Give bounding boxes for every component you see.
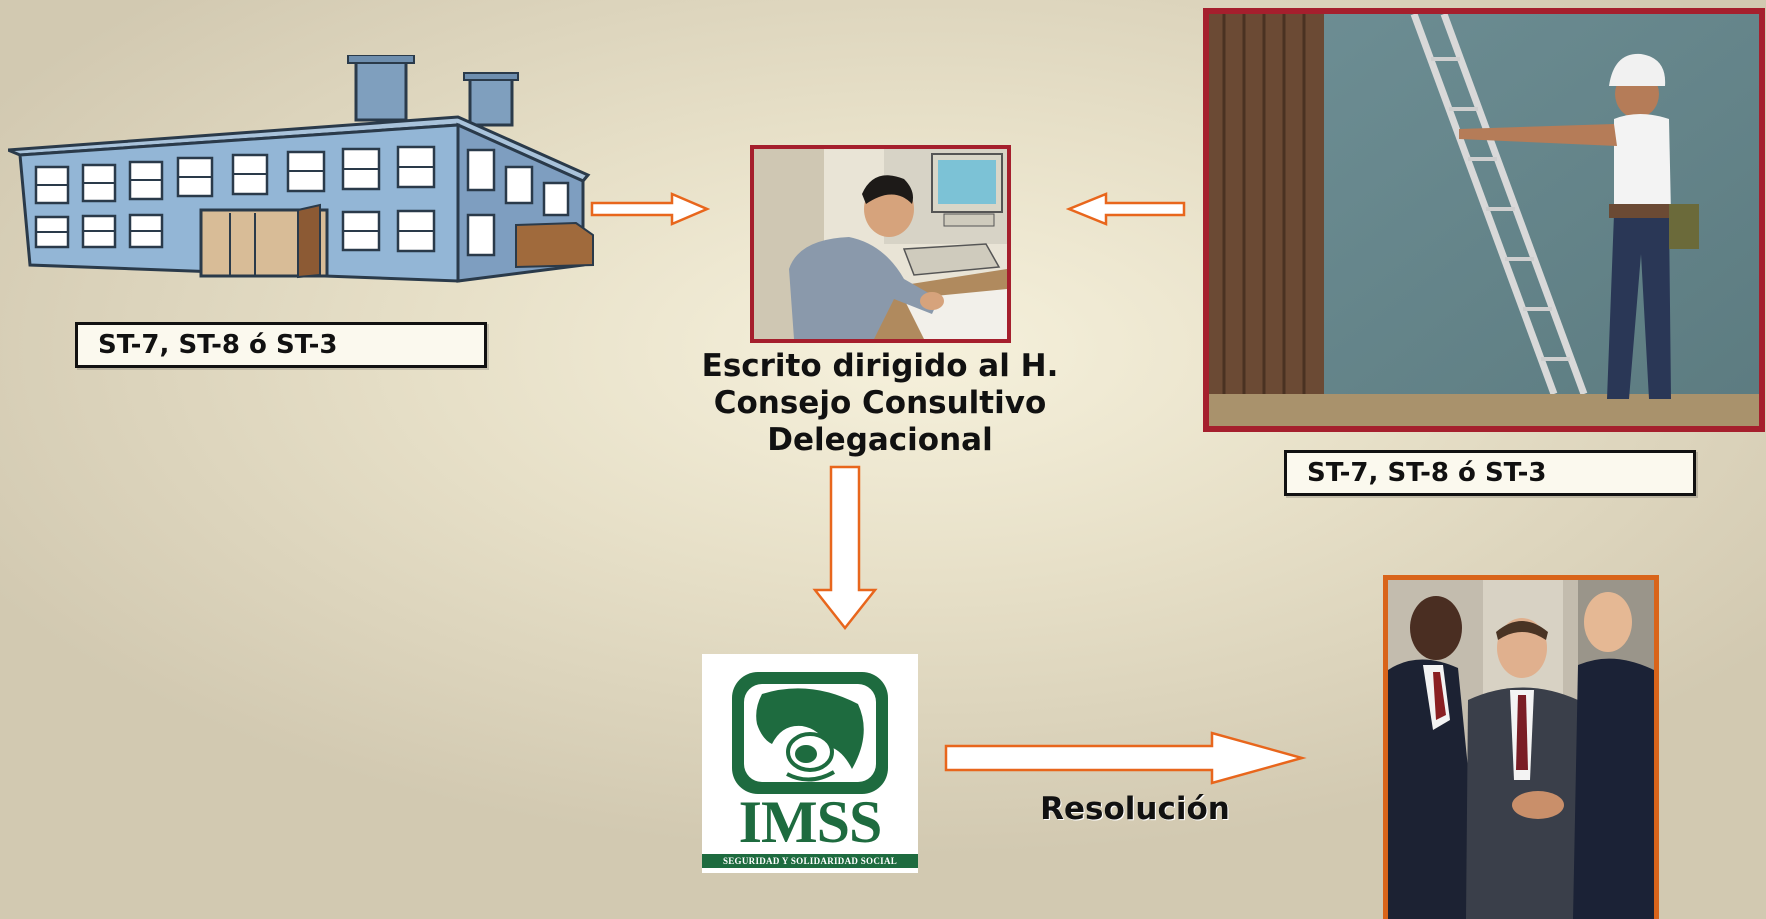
arrow-right-factory-to-center <box>590 192 710 226</box>
imss-logo-text: IMSS <box>738 789 883 855</box>
left-form-label: ST-7, ST-8 ó ST-3 <box>75 322 487 368</box>
center-caption-line-2: Consejo Consultivo <box>713 385 1047 421</box>
resolution-label: Resolución <box>1040 791 1230 827</box>
arrow-left-worker-to-center <box>1066 192 1186 226</box>
imss-logo-tagline: SEGURIDAD Y SOLIDARIDAD SOCIAL <box>702 854 918 868</box>
office-worker-photo <box>750 145 1011 343</box>
arrow-right-imss-to-resolution <box>942 730 1307 786</box>
right-form-label: ST-7, ST-8 ó ST-3 <box>1284 450 1696 496</box>
center-caption: Escrito dirigido al H. Consejo Consultiv… <box>660 348 1100 459</box>
center-caption-line-1: Escrito dirigido al H. <box>701 348 1059 384</box>
factory-building-icon <box>8 55 603 285</box>
handshake-photo <box>1383 575 1659 919</box>
construction-worker-photo <box>1203 8 1765 432</box>
imss-logo: IMSS SEGURIDAD Y SOLIDARIDAD SOCIAL <box>702 654 918 873</box>
center-caption-line-3: Delegacional <box>767 422 993 458</box>
arrow-down-center-to-imss <box>812 465 878 630</box>
